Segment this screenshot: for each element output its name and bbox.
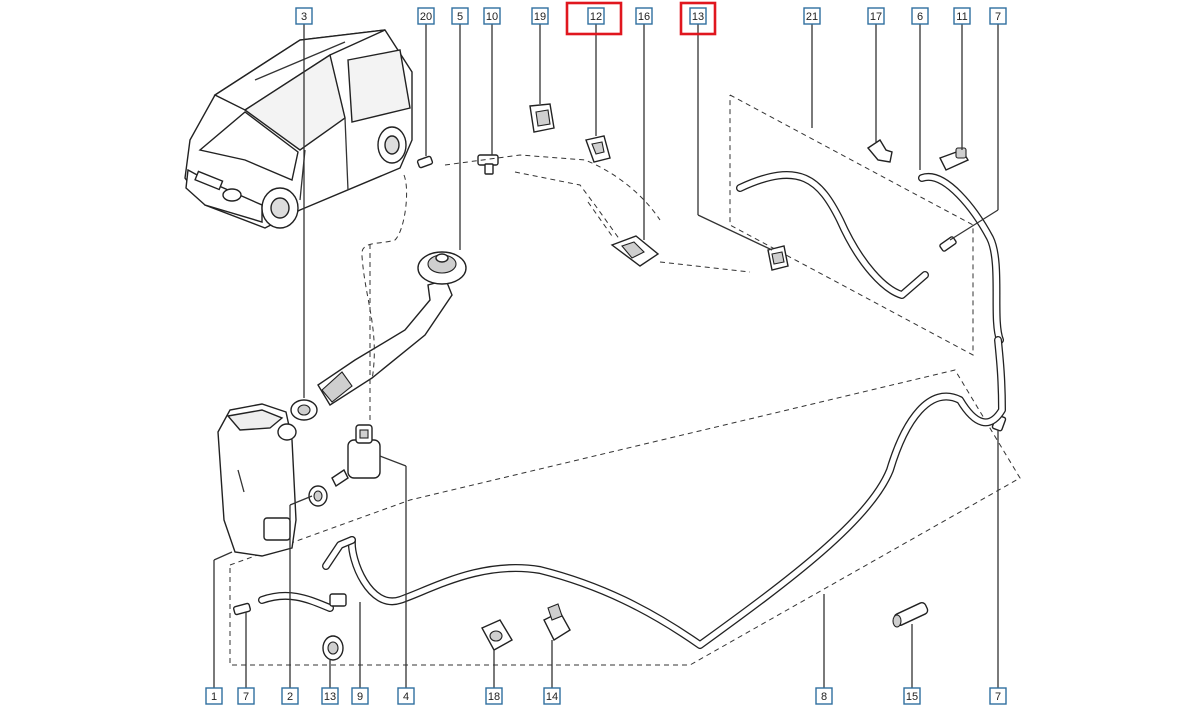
svg-text:9: 9 bbox=[357, 691, 363, 703]
callout-18[interactable]: 18 bbox=[485, 687, 503, 705]
callout-17[interactable]: 17 bbox=[867, 7, 885, 25]
rear-hose-6 bbox=[918, 173, 1004, 344]
connector-20 bbox=[416, 155, 434, 169]
main-hose-8 bbox=[347, 336, 1006, 649]
svg-text:4: 4 bbox=[403, 691, 409, 703]
callout-9[interactable]: 9 bbox=[351, 687, 369, 705]
callout-14[interactable]: 14 bbox=[543, 687, 561, 705]
callout-4[interactable]: 4 bbox=[397, 687, 415, 705]
clip-12 bbox=[585, 135, 611, 163]
assembly-outline-main-hose bbox=[229, 369, 1021, 666]
filler-neck-pipe bbox=[317, 251, 467, 406]
svg-text:13: 13 bbox=[324, 691, 336, 703]
callout-10[interactable]: 10 bbox=[483, 7, 501, 25]
svg-text:11: 11 bbox=[956, 11, 967, 23]
callout-8[interactable]: 8 bbox=[815, 687, 833, 705]
callout-15[interactable]: 15 bbox=[903, 687, 921, 705]
svg-text:14: 14 bbox=[546, 691, 558, 703]
svg-text:17: 17 bbox=[870, 11, 882, 23]
highlight-frame-13 bbox=[679, 1, 717, 36]
svg-text:15: 15 bbox=[906, 691, 918, 703]
svg-text:20: 20 bbox=[420, 11, 432, 23]
callout-3[interactable]: 3 bbox=[295, 7, 313, 25]
svg-text:7: 7 bbox=[243, 691, 249, 703]
svg-text:7: 7 bbox=[995, 691, 1001, 703]
pump-grommet bbox=[308, 485, 328, 507]
callout-7-top[interactable]: 7 bbox=[989, 7, 1007, 25]
callout-7-bottom-left[interactable]: 7 bbox=[237, 687, 255, 705]
clip-13 bbox=[767, 245, 789, 271]
washer-fluid-reservoir bbox=[217, 403, 297, 557]
clip-14 bbox=[543, 603, 571, 642]
leader-lines bbox=[213, 24, 999, 688]
washer-pump bbox=[331, 240, 381, 488]
pump-hose-9 bbox=[258, 536, 356, 612]
svg-text:16: 16 bbox=[638, 11, 650, 23]
svg-text:19: 19 bbox=[534, 11, 546, 23]
elbow-connector-17 bbox=[866, 139, 893, 163]
svg-text:7: 7 bbox=[995, 11, 1001, 23]
assembly-outline-rear bbox=[729, 94, 974, 356]
callout-5[interactable]: 5 bbox=[451, 7, 469, 25]
highlight-frame-12 bbox=[565, 1, 623, 36]
dashed-hose-routing-top bbox=[361, 154, 751, 381]
svg-text:10: 10 bbox=[486, 11, 498, 23]
svg-text:5: 5 bbox=[457, 11, 463, 23]
svg-text:8: 8 bbox=[821, 691, 827, 703]
svg-text:1: 1 bbox=[211, 691, 217, 703]
connector-7-top bbox=[939, 236, 957, 252]
callout-13-bottom[interactable]: 13 bbox=[321, 687, 339, 705]
callout-11[interactable]: 11 bbox=[953, 7, 971, 25]
svg-text:21: 21 bbox=[806, 11, 818, 23]
svg-text:13: 13 bbox=[692, 11, 704, 23]
callout-7-bottom-right[interactable]: 7 bbox=[989, 687, 1007, 705]
sleeve-15 bbox=[892, 601, 929, 628]
callout-13-top[interactable]: 13 bbox=[689, 7, 707, 25]
svg-text:2: 2 bbox=[287, 691, 293, 703]
clip-16 bbox=[610, 235, 660, 267]
callout-12[interactable]: 12 bbox=[587, 7, 605, 25]
callout-6[interactable]: 6 bbox=[911, 7, 929, 25]
svg-text:3: 3 bbox=[301, 11, 307, 23]
connector-7-left bbox=[232, 602, 252, 616]
t-connector-9 bbox=[329, 593, 347, 607]
clip-18 bbox=[481, 619, 513, 651]
callout-16[interactable]: 16 bbox=[635, 7, 653, 25]
callout-19[interactable]: 19 bbox=[531, 7, 549, 25]
callout-20[interactable]: 20 bbox=[417, 7, 435, 25]
rear-hose-21 bbox=[736, 170, 929, 299]
svg-text:18: 18 bbox=[488, 691, 500, 703]
vehicle-van-illustration bbox=[184, 29, 413, 229]
svg-text:6: 6 bbox=[917, 11, 923, 23]
grommet-13 bbox=[322, 635, 344, 661]
callout-1[interactable]: 1 bbox=[205, 687, 223, 705]
callout-2[interactable]: 2 bbox=[281, 687, 299, 705]
t-connector-10 bbox=[477, 154, 499, 175]
svg-text:12: 12 bbox=[590, 11, 602, 23]
callout-21[interactable]: 21 bbox=[803, 7, 821, 25]
clip-19 bbox=[529, 103, 555, 133]
reservoir-seal-ring bbox=[290, 399, 318, 421]
nozzle-11 bbox=[939, 147, 970, 171]
